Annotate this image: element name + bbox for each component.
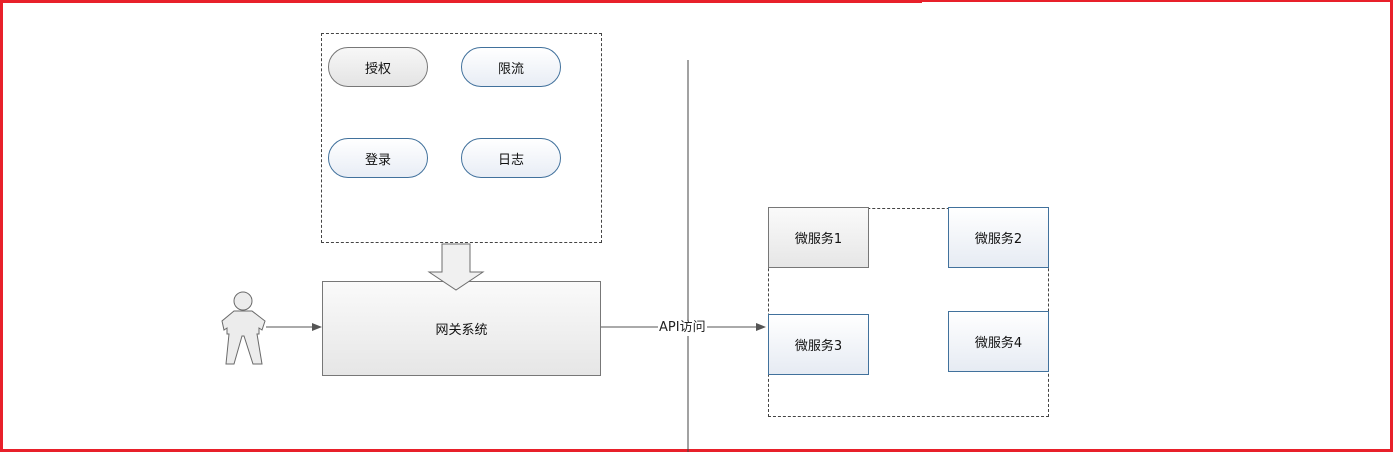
user-icon: [221, 291, 266, 365]
down-block-arrow: [427, 243, 485, 291]
feature-login: 登录: [328, 138, 428, 178]
feature-auth: 授权: [328, 47, 428, 87]
canvas-frame-top-right: [922, 0, 1393, 2]
feature-rate-limit: 限流: [461, 47, 561, 87]
service-3: 微服务3: [768, 314, 869, 375]
feature-group-container: [321, 33, 602, 243]
service-2: 微服务2: [948, 207, 1049, 268]
service-4: 微服务4: [948, 311, 1049, 372]
api-access-label: API访问: [658, 320, 707, 336]
service-1: 微服务1: [768, 207, 869, 268]
feature-log: 日志: [461, 138, 561, 178]
canvas-frame-top: [0, 0, 922, 3]
